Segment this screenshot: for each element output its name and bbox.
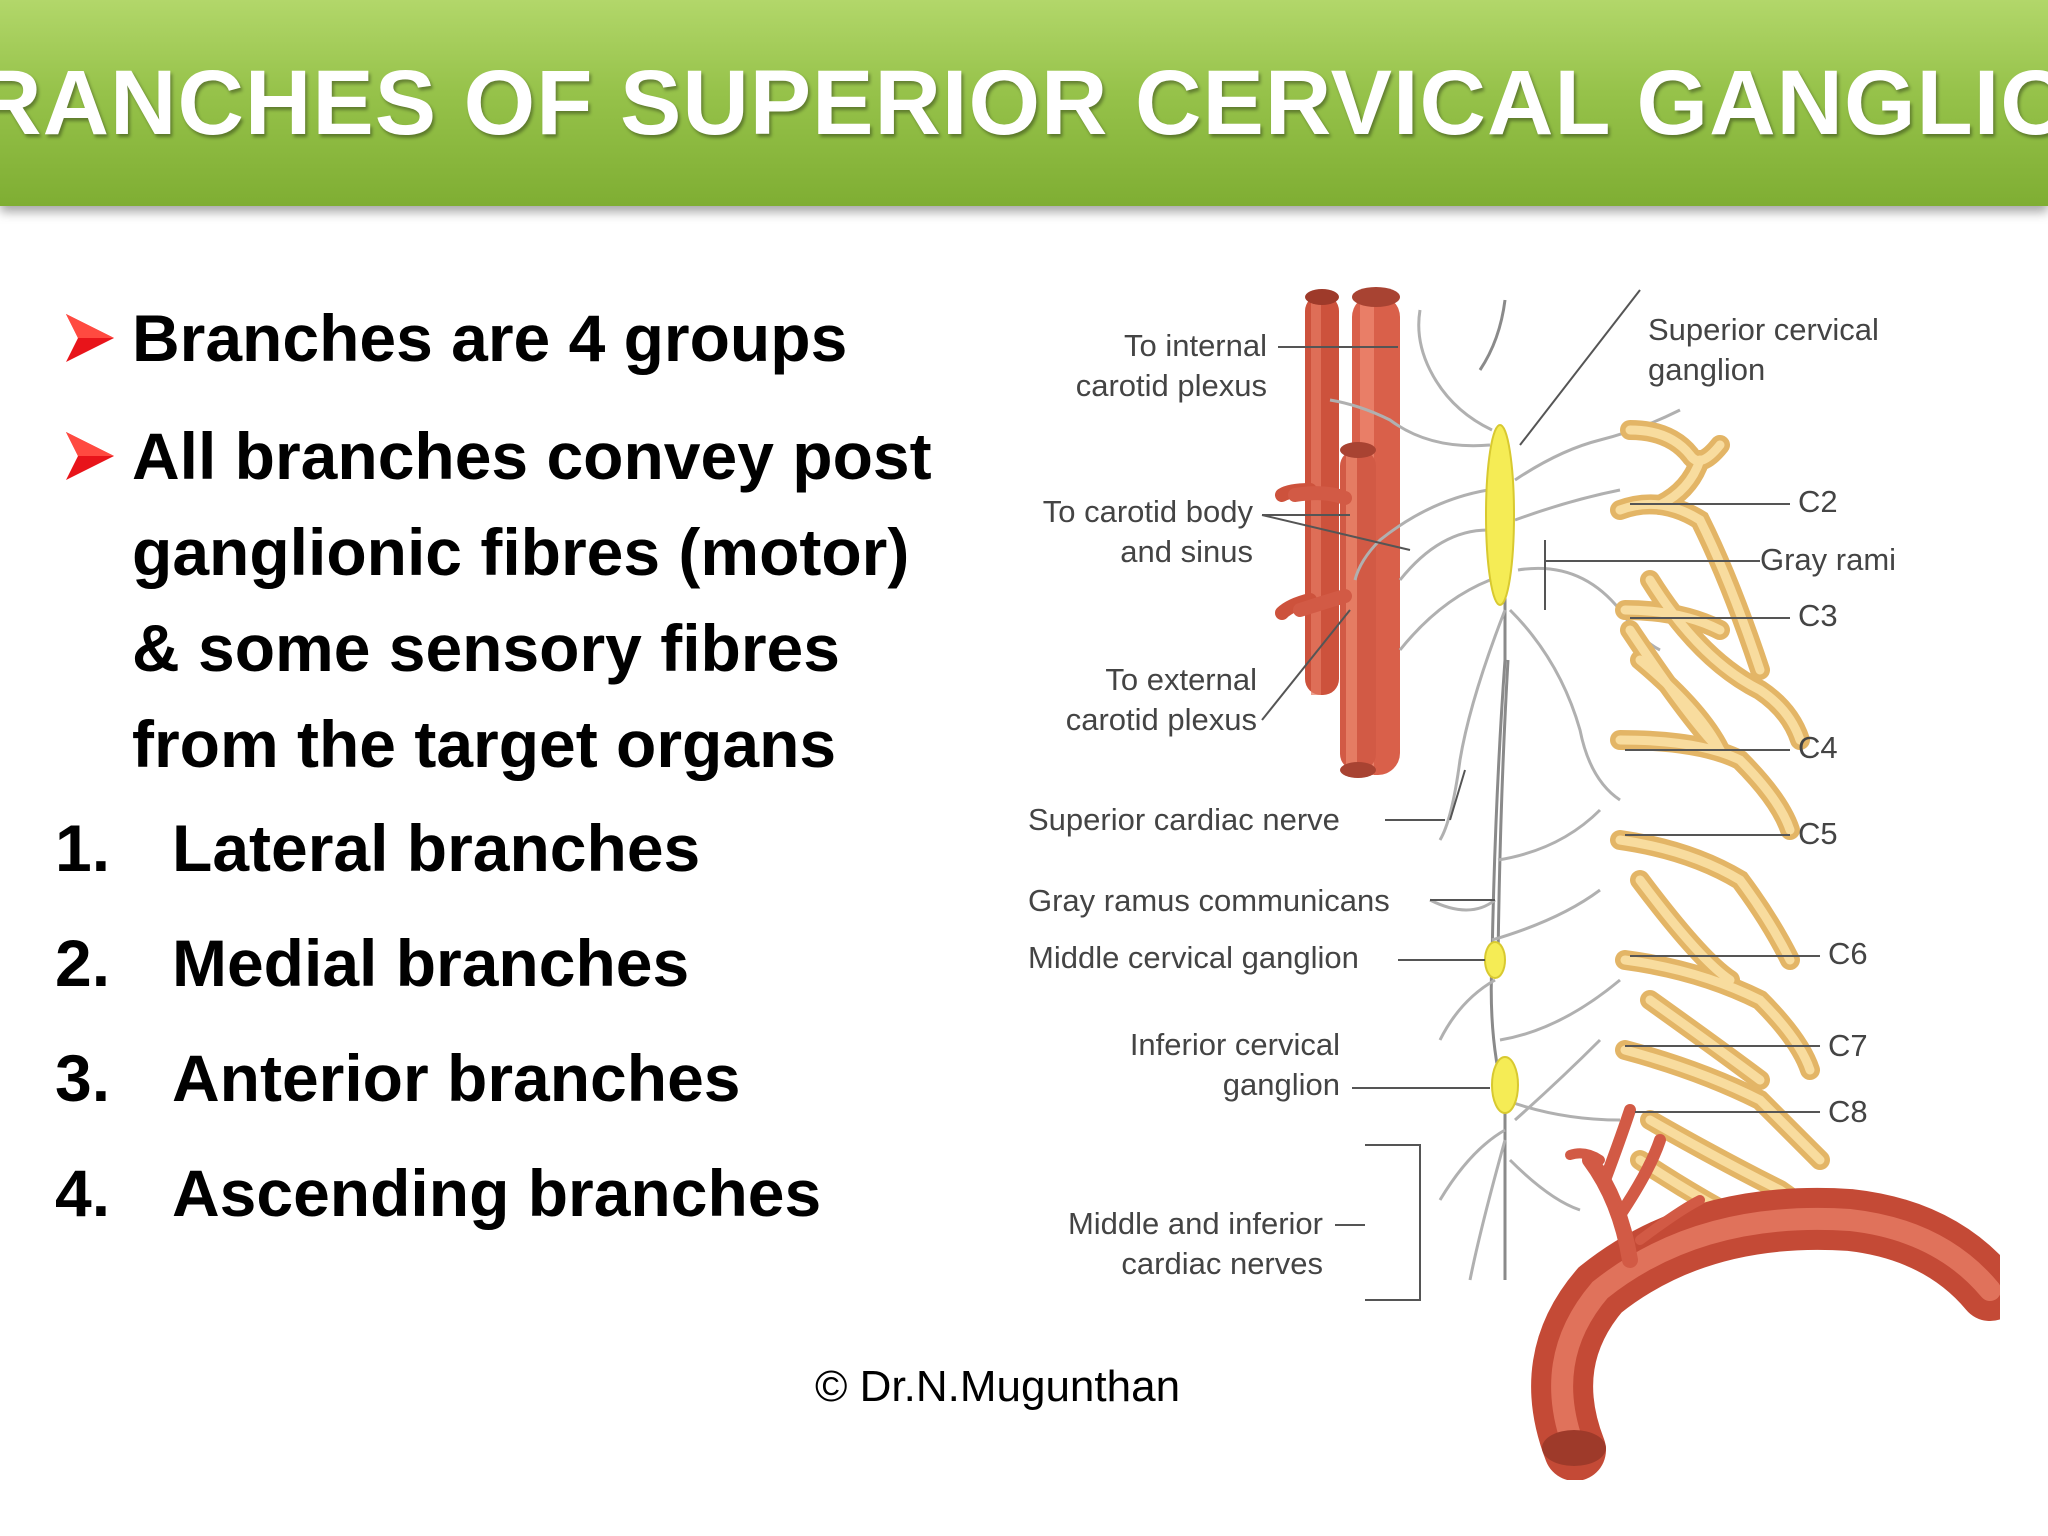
label-c3: C3 bbox=[1798, 598, 1838, 633]
arrow-bullet-icon bbox=[66, 314, 114, 362]
label-gray-ramus: Gray ramus communicans bbox=[1028, 883, 1390, 918]
bullet-text: Branches are 4 groups bbox=[132, 301, 848, 375]
list-number: 4. bbox=[55, 1156, 111, 1230]
page-title: BRANCHES OF SUPERIOR CERVICAL GANGLION bbox=[0, 51, 2048, 154]
leader-lines bbox=[1261, 289, 1820, 1301]
label-middle-ganglion: Middle cervical ganglion bbox=[1028, 940, 1359, 975]
numbered-list: 1. Lateral branches 2. Medial branches 3… bbox=[55, 806, 821, 1266]
ganglia bbox=[1484, 424, 1519, 1114]
label-c5: C5 bbox=[1798, 816, 1838, 851]
aorta-opening bbox=[1542, 1430, 1606, 1466]
middle-cervical-ganglion bbox=[1484, 941, 1506, 979]
label-c2: C2 bbox=[1798, 484, 1838, 519]
nerve-fibres bbox=[1329, 309, 1681, 1281]
bullet-item: All branches convey post ganglionic fibr… bbox=[60, 408, 960, 792]
ganglion-diagram: To internal carotid plexus To carotid bo… bbox=[1000, 280, 2000, 1480]
label-external-carotid: To external carotid plexus bbox=[1065, 662, 1257, 737]
list-number: 2. bbox=[55, 926, 111, 1000]
copyright-text: © Dr.N.Mugunthan bbox=[815, 1362, 1181, 1411]
label-gray-rami: Gray rami bbox=[1760, 542, 1897, 577]
superior-cervical-ganglion bbox=[1485, 424, 1515, 606]
list-item: 2. Medial branches bbox=[55, 921, 821, 1036]
list-item: 3. Anterior branches bbox=[55, 1036, 821, 1151]
list-item: 4. Ascending branches bbox=[55, 1151, 821, 1266]
list-item: 1. Lateral branches bbox=[55, 806, 821, 921]
bullet-text: All branches convey post ganglionic fibr… bbox=[132, 419, 932, 781]
list-text: Medial branches bbox=[172, 926, 690, 1000]
title-bar: BRANCHES OF SUPERIOR CERVICAL GANGLION bbox=[0, 0, 2048, 206]
label-carotid-body: To carotid body and sinus bbox=[1042, 494, 1253, 569]
list-text: Lateral branches bbox=[172, 811, 701, 885]
aortic-arch bbox=[1531, 1104, 2000, 1480]
internal-carotid-artery bbox=[1288, 287, 1400, 778]
label-superior-cardiac-nerve: Superior cardiac nerve bbox=[1028, 802, 1340, 837]
sympathetic-trunk bbox=[1478, 299, 1510, 1280]
label-c6: C6 bbox=[1828, 936, 1868, 971]
arrow-bullet-icon bbox=[66, 432, 114, 480]
bullet-list: Branches are 4 groups All branches conve… bbox=[60, 290, 960, 814]
label-internal-carotid: To internal carotid plexus bbox=[1075, 328, 1267, 403]
anatomy-illustration bbox=[1261, 287, 2000, 1480]
label-cardiac-nerves: Middle and inferior cardiac nerves bbox=[1067, 1206, 1323, 1281]
label-inferior-ganglion: Inferior cervical ganglion bbox=[1129, 1027, 1340, 1102]
label-c8: C8 bbox=[1828, 1094, 1868, 1129]
list-text: Ascending branches bbox=[172, 1156, 822, 1230]
bullet-item: Branches are 4 groups bbox=[60, 290, 960, 386]
list-number: 3. bbox=[55, 1041, 111, 1115]
inferior-cervical-ganglion bbox=[1491, 1056, 1519, 1114]
list-number: 1. bbox=[55, 811, 111, 885]
label-superior-ganglion: Superior cervical ganglion bbox=[1648, 312, 1879, 387]
list-text: Anterior branches bbox=[172, 1041, 741, 1115]
label-c7: C7 bbox=[1828, 1028, 1868, 1063]
label-c4: C4 bbox=[1798, 730, 1838, 765]
